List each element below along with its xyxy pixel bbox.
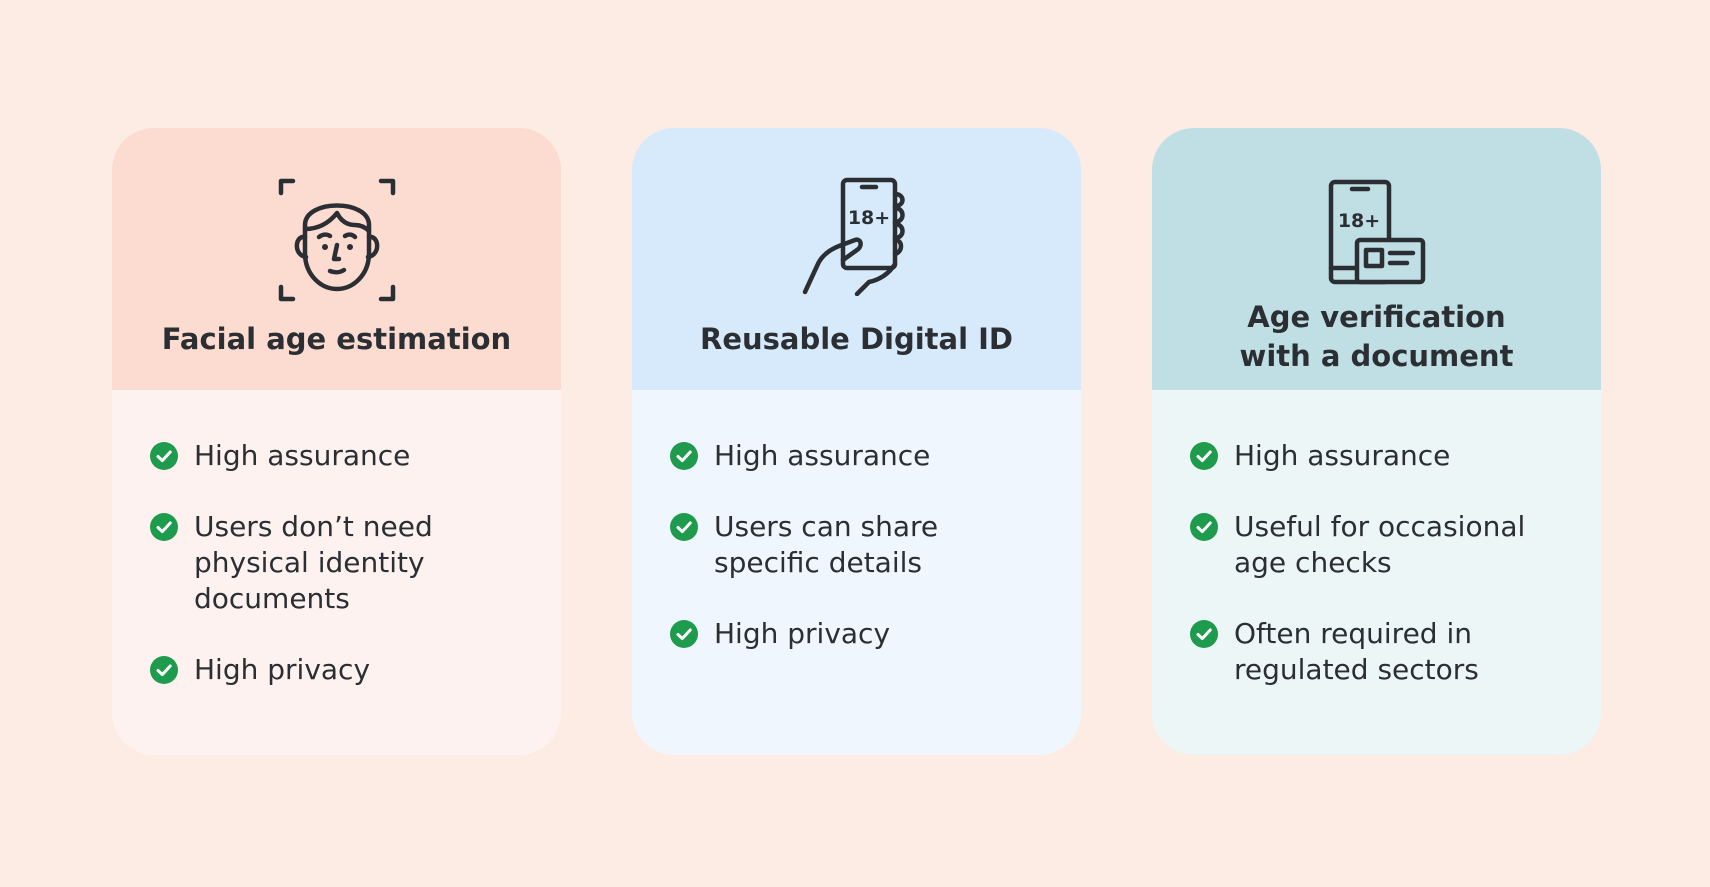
check-circle-icon [150,656,178,684]
age-label: 18+ [847,207,889,229]
feature-text: High privacy [194,653,371,686]
feature-text: Users can share specific details [714,510,939,579]
feature-text: Users don’t need physical identity docum… [194,510,433,615]
check-circle-icon [1190,513,1218,541]
face-scan-icon [278,178,395,302]
comparison-cards: Facial age estimation High assurance Use… [112,128,1601,755]
feature-item: Often required in regulated sectors [1190,616,1581,688]
feature-item: Users don’t need physical identity docum… [150,509,541,617]
feature-item: High privacy [150,652,541,688]
age-label: 18+ [1337,210,1379,232]
feature-list: High assurance Users can share specific … [670,390,1061,652]
feature-text: High assurance [194,439,411,472]
feature-text: Often required in regulated sectors [1234,617,1479,686]
phone-and-id-card-icon: 18+ [1328,179,1425,285]
card-header: 18+ Reusable Digital ID [632,128,1081,390]
feature-list: High assurance Useful for occasional age… [1190,390,1581,688]
feature-item: High assurance [670,438,1061,474]
card-header: 18+ Age verification with a document [1152,128,1601,390]
feature-text: High assurance [1234,439,1451,472]
card-reusable-digital-id: 18+ Reusable Digital ID High assurance U… [632,128,1081,755]
card-body: High assurance Useful for occasional age… [1152,390,1601,755]
check-circle-icon [1190,442,1218,470]
feature-item: Useful for occasional age checks [1190,509,1581,581]
feature-item: High privacy [670,616,1061,652]
feature-text: High privacy [714,617,891,650]
card-body: High assurance Users don’t need physical… [112,390,561,755]
feature-item: Users can share specific details [670,509,1061,581]
check-circle-icon [150,442,178,470]
check-circle-icon [1190,620,1218,648]
card-body: High assurance Users can share specific … [632,390,1081,755]
check-circle-icon [150,513,178,541]
card-title: Reusable Digital ID [700,322,1013,356]
feature-text: Useful for occasional age checks [1234,510,1526,579]
card-title: Facial age estimation [161,322,512,356]
feature-text: High assurance [714,439,931,472]
check-circle-icon [670,513,698,541]
check-circle-icon [670,442,698,470]
card-age-verification-document: 18+ Age verification with a document Hig… [1152,128,1601,755]
check-circle-icon [670,620,698,648]
feature-list: High assurance Users don’t need physical… [150,390,541,688]
card-title: Age verification with a document [1239,300,1514,373]
feature-item: High assurance [1190,438,1581,474]
card-facial-age-estimation: Facial age estimation High assurance Use… [112,128,561,755]
feature-item: High assurance [150,438,541,474]
card-header: Facial age estimation [112,128,561,390]
phone-in-hand-icon: 18+ [802,177,905,296]
